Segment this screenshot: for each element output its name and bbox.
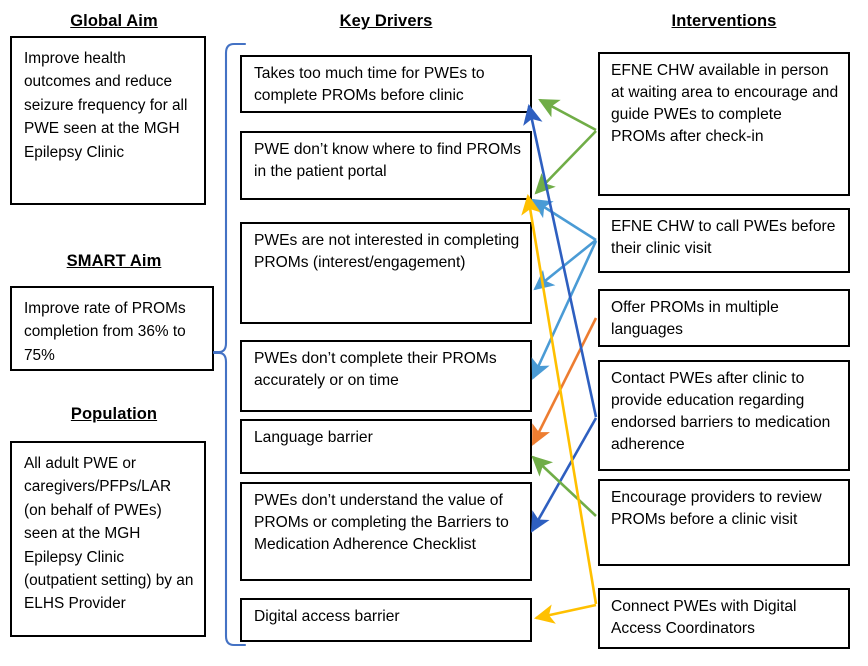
key-driver-box-7: Digital access barrier [240,598,532,642]
connector-iv4-kd1 [523,103,598,418]
connector-iv1-kd2 [534,130,597,195]
key-driver-box-5: Language barrier [240,419,532,474]
intervention-box-2: EFNE CHW to call PWEs before their clini… [598,208,850,273]
connector-iv2-kd2 [531,198,597,242]
intervention-box-6: Connect PWEs with Digital Access Coordin… [598,588,850,649]
column-title-population: Population [70,405,158,423]
connector-iv6-kd7 [533,603,597,624]
connector-iv5-kd5 [531,455,597,517]
connector-iv2-kd3 [533,238,597,291]
column-title-key-drivers: Key Drivers [339,12,433,30]
connector-iv2-kd4 [531,240,598,380]
key-driver-box-3: PWEs are not interested in completing PR… [240,222,532,324]
key-driver-box-2: PWE don’t know where to find PROMs in th… [240,131,532,200]
connector-iv6-kd2 [521,193,598,605]
column-title-interventions: Interventions [671,12,777,30]
key-driver-box-1: Takes too much time for PWEs to complete… [240,55,532,113]
column-title-smart-aim: SMART Aim [66,252,162,270]
column-title-global-aim: Global Aim [70,12,158,30]
intervention-box-3: Offer PROMs in multiple languages [598,289,850,347]
population-box: All adult PWE or caregivers/PFPs/LAR (on… [10,441,206,637]
connector-iv3-kd5 [531,317,598,446]
intervention-box-4: Contact PWEs after clinic to provide edu… [598,360,850,471]
connector-iv4-kd6 [530,417,598,533]
intervention-box-5: Encourage providers to review PROMs befo… [598,479,850,566]
smart-aim-box: Improve rate of PROMs completion from 36… [10,286,214,371]
intervention-box-1: EFNE CHW available in person at waiting … [598,52,850,196]
global-aim-box: Improve health outcomes and reduce seizu… [10,36,206,205]
connector-iv1-kd1 [538,98,597,132]
key-driver-box-4: PWEs don’t complete their PROMs accurate… [240,340,532,412]
key-driver-box-6: PWEs don’t understand the value of PROMs… [240,482,532,581]
